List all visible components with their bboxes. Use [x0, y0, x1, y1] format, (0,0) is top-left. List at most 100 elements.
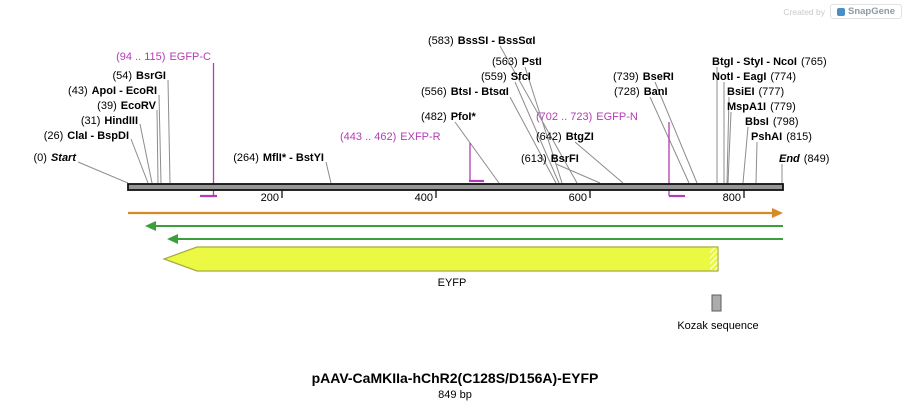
leader-line-bsrfi — [555, 163, 601, 184]
site-position: (774) — [770, 71, 797, 83]
site-label-mfli-bstyi: (264)MflI* - BstYI — [233, 152, 324, 164]
terminal-position: (849) — [803, 153, 830, 165]
site-name: BssSI - BssSαI — [457, 35, 536, 47]
eyfp-label: EYFP — [437, 277, 467, 289]
site-position: (264) — [233, 152, 259, 164]
terminal-label-end: End(849) — [779, 153, 829, 165]
site-label-bani: (728)BanI — [614, 86, 668, 98]
site-position: (815) — [786, 131, 812, 143]
scale-label-800: 800 — [722, 192, 741, 204]
terminal-name: End — [779, 153, 800, 165]
site-name: PfoI* — [450, 111, 476, 123]
site-position: (798) — [772, 116, 799, 128]
terminal-position: (0) — [33, 152, 47, 164]
leader-line-pshai — [755, 141, 758, 184]
leader-line-pfoi — [454, 121, 500, 184]
site-name: BtsI - BtsαI — [450, 86, 509, 98]
primer-label-egfp-c: (94 .. 115)EGFP-C — [116, 51, 211, 63]
site-position: (779) — [770, 101, 796, 113]
site-name: HindIII — [104, 115, 138, 127]
map-title: pAAV-CaMKIIa-hChR2(C128S/D156A)-EYFP — [311, 370, 599, 386]
site-name: BseRI — [642, 71, 674, 83]
kozak-box — [711, 294, 722, 312]
site-label-bsrgi: (54)BsrGI — [112, 70, 166, 82]
leader-line-ecorv — [156, 109, 159, 184]
leader-lines — [77, 45, 783, 184]
site-position: (54) — [112, 70, 133, 82]
site-name: MflI* - BstYI — [262, 152, 324, 164]
site-label-bseri: (739)BseRI — [613, 71, 674, 83]
site-position: (43) — [68, 85, 88, 97]
primer-position: (94 .. 115) — [116, 51, 166, 63]
site-label-bsrfi: (613)BsrFI — [521, 153, 579, 165]
site-name: BanI — [643, 86, 668, 98]
site-label-bsssi: (583)BssSI - BssSαI — [428, 35, 535, 47]
leader-line-clai-bspdi — [130, 138, 149, 184]
site-name: MspA1I — [727, 101, 767, 113]
leader-line-bsrgi — [167, 79, 171, 184]
site-name: BtgI - StyI - NcoI — [712, 56, 797, 68]
eyfp-truncation-hatch — [710, 247, 718, 271]
primer-name: EGFP-N — [596, 111, 638, 123]
site-position: (613) — [521, 153, 547, 165]
site-label-btgzi: (642)BtgZI — [536, 131, 594, 143]
site-label-pshai: PshAI(815) — [751, 131, 812, 143]
site-name: BsrFI — [550, 153, 579, 165]
site-position: (642) — [536, 131, 562, 143]
leader-line-apoi-ecori — [158, 94, 162, 184]
site-name: EcoRV — [120, 100, 156, 112]
leader-line-hindiii — [139, 123, 153, 184]
site-name: BtgZI — [565, 131, 594, 143]
leader-line-bsiei — [726, 96, 730, 184]
snapgene-brand: SnapGene — [848, 6, 895, 17]
site-name: BsiEI — [727, 86, 755, 98]
terminal-label-start: (0)Start — [33, 152, 76, 164]
scale-label-400: 400 — [414, 192, 433, 204]
leader-line-bsssi — [499, 45, 578, 184]
leader-line-btgzi — [574, 141, 624, 184]
map-length: 849 bp — [438, 389, 472, 401]
watermark: Created by SnapGene — [783, 4, 902, 19]
site-label-pfoi: (482)PfoI* — [421, 111, 476, 123]
site-name: ApoI - EcoRI — [91, 85, 157, 97]
site-label-btgi-styi-ncoi: BtgI - StyI - NcoI(765) — [712, 56, 827, 68]
sequence-bar — [127, 183, 784, 191]
site-label-apoi-ecori: (43)ApoI - EcoRI — [68, 85, 157, 97]
site-position: (26) — [43, 130, 64, 142]
site-label-btsi: (556)BtsI - BtsαI — [421, 86, 509, 98]
leader-line-psti — [524, 66, 563, 184]
site-name: PstI — [521, 56, 542, 68]
site-position: (39) — [97, 100, 117, 112]
site-position: (583) — [428, 35, 454, 47]
site-label-hindiii: (31)HindIII — [81, 115, 138, 127]
kozak-label: Kozak sequence — [677, 320, 759, 332]
site-position: (31) — [80, 115, 101, 127]
leader-line-btsi — [509, 96, 557, 184]
snapgene-logo-icon — [837, 7, 845, 16]
site-label-sfci: (559)SfcI — [481, 71, 531, 83]
site-position: (556) — [421, 86, 447, 98]
primer-position: (443 .. 462) — [340, 131, 397, 143]
site-position: (563) — [492, 56, 518, 68]
leader-line-sfci — [514, 81, 560, 184]
primer-label-egfp-n: (702 .. 723)EGFP-N — [536, 111, 638, 123]
site-position: (482) — [421, 111, 447, 123]
site-label-noti-eagi: NotI - EagI(774) — [712, 71, 796, 83]
site-position: (777) — [758, 86, 785, 98]
site-position: (559) — [481, 71, 507, 83]
backbone-arrow — [128, 208, 783, 218]
site-label-mspa1i: MspA1I(779) — [727, 101, 796, 113]
site-name: BsrGI — [136, 70, 166, 82]
leader-line-mfli-bstyi — [325, 161, 332, 184]
site-name: ClaI - BspDI — [67, 130, 129, 142]
scale-label-200: 200 — [260, 192, 279, 204]
site-name: NotI - EagI — [712, 71, 767, 83]
site-name: SfcI — [510, 71, 531, 83]
primer-name: EGFP-C — [169, 51, 211, 63]
site-label-bsiei: BsiEI(777) — [727, 86, 784, 98]
site-label-bbsi: BbsI(798) — [745, 116, 799, 128]
primer-label-exfp-r: (443 .. 462)EXFP-R — [340, 131, 441, 143]
leader-line-bseri — [654, 81, 698, 184]
